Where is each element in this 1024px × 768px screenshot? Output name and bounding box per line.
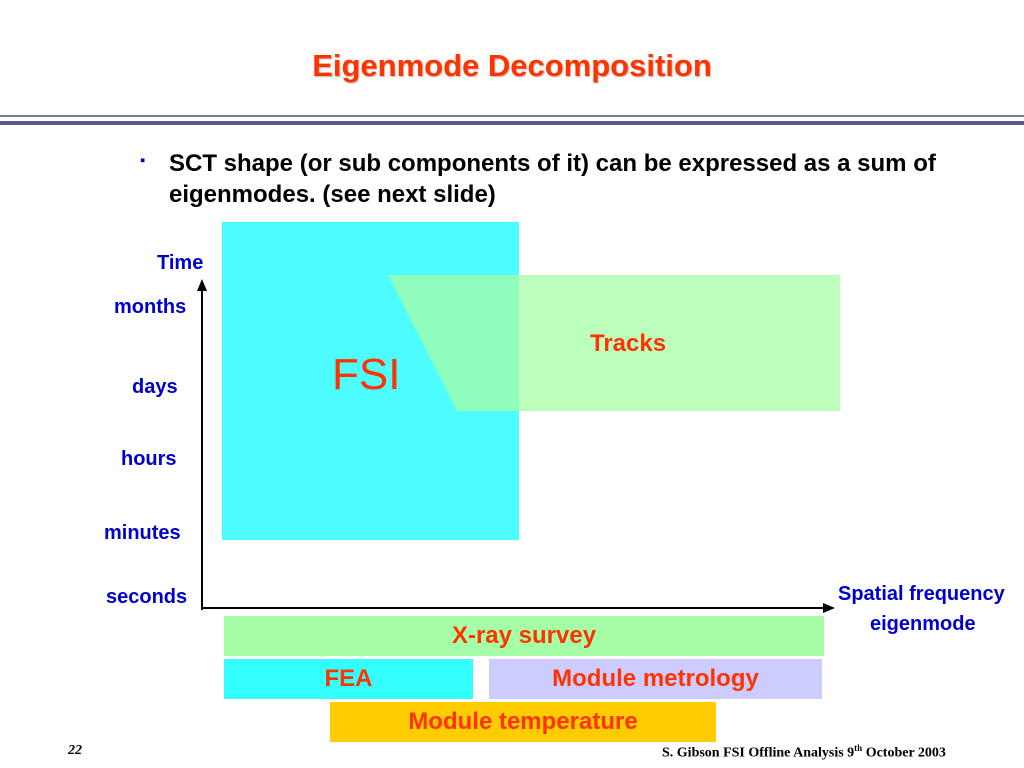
y-label-seconds: seconds bbox=[106, 586, 188, 608]
tracks-label: Tracks bbox=[590, 330, 667, 357]
y-axis-arrowhead bbox=[197, 279, 207, 291]
module-metrology-band: Module metrology bbox=[489, 659, 822, 699]
fsi-label: FSI bbox=[332, 350, 401, 399]
x-axis-title-line1: Spatial frequency bbox=[838, 583, 1005, 605]
bullet-marker-icon: ▪ bbox=[140, 152, 146, 169]
footer-credit-main: S. Gibson FSI Offline Analysis 9 bbox=[662, 745, 855, 761]
bullet-text: SCT shape (or sub components of it) can … bbox=[169, 150, 936, 208]
y-axis-title: Time bbox=[157, 252, 204, 274]
title-divider-thick bbox=[0, 121, 1024, 125]
x-axis-arrowhead bbox=[823, 603, 835, 613]
footer-credit: S. Gibson FSI Offline Analysis 9th Octob… bbox=[662, 743, 946, 762]
y-label-days: days bbox=[132, 376, 178, 398]
footer-credit-date: October 2003 bbox=[862, 745, 946, 761]
title-divider-thin bbox=[0, 115, 1024, 117]
x-axis-title-line2: eigenmode bbox=[870, 613, 976, 635]
tracks-region bbox=[388, 275, 840, 411]
fea-band: FEA bbox=[224, 659, 473, 699]
module-temperature-band: Module temperature bbox=[330, 702, 716, 742]
y-label-minutes: minutes bbox=[104, 522, 181, 544]
page-number: 22 bbox=[68, 743, 82, 758]
y-label-hours: hours bbox=[121, 448, 177, 470]
footer-credit-sup: th bbox=[854, 743, 863, 753]
y-label-months: months bbox=[114, 296, 187, 318]
slide-title: Eigenmode Decomposition bbox=[312, 48, 712, 83]
xray-survey-band: X-ray survey bbox=[224, 616, 824, 656]
